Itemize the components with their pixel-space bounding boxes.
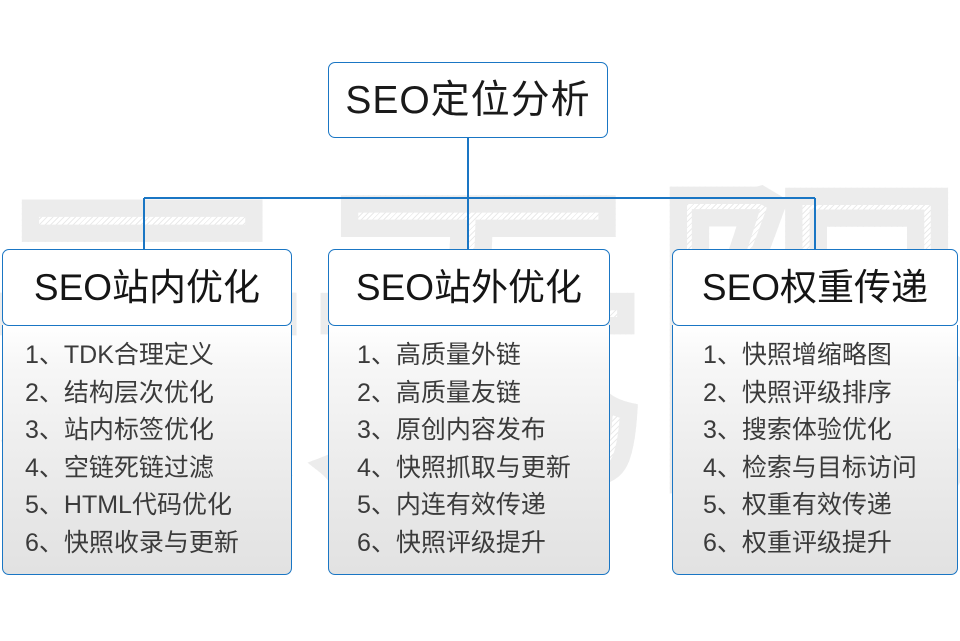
list-item: 3、原创内容发布 <box>357 416 546 444</box>
branch-header-3[interactable]: SEO权重传递 <box>672 249 958 326</box>
branch-header-1[interactable]: SEO站内优化 <box>2 249 292 326</box>
branch-header-title-1: SEO站内优化 <box>33 267 261 308</box>
branch-body-2: 1、高质量外链 2、高质量友链 3、原创内容发布 4、快照抓取与更新 5、内连有… <box>328 325 610 575</box>
branch-header-title-2: SEO站外优化 <box>355 267 583 308</box>
branch-list-1: 1、TDK合理定义 2、结构层次优化 3、站内标签优化 4、空链死链过滤 5、H… <box>3 337 291 562</box>
branch-column-1: SEO站内优化 1、TDK合理定义 2、结构层次优化 3、站内标签优化 4、空链… <box>2 249 292 575</box>
branch-header-2[interactable]: SEO站外优化 <box>328 249 610 326</box>
branch-column-3: SEO权重传递 1、快照增缩略图 2、快照评级排序 3、搜索体验优化 4、检索与… <box>672 249 958 575</box>
branch-header-title-3: SEO权重传递 <box>701 267 929 308</box>
list-item: 3、站内标签优化 <box>25 416 214 444</box>
branch-list-2: 1、高质量外链 2、高质量友链 3、原创内容发布 4、快照抓取与更新 5、内连有… <box>329 337 609 562</box>
branch-body-3: 1、快照增缩略图 2、快照评级排序 3、搜索体验优化 4、检索与目标访问 5、权… <box>672 325 958 575</box>
list-item: 6、快照评级提升 <box>357 528 546 557</box>
list-item: 6、权重评级提升 <box>703 528 892 557</box>
branch-column-2: SEO站外优化 1、高质量外链 2、高质量友链 3、原创内容发布 4、快照抓取与… <box>328 249 610 575</box>
list-item: 3、搜索体验优化 <box>703 416 892 444</box>
list-item: 1、快照增缩略图 <box>703 341 892 369</box>
list-item: 5、内连有效传递 <box>357 491 546 519</box>
list-item: 4、空链死链过滤 <box>25 453 214 482</box>
list-item: 1、高质量外链 <box>357 341 521 369</box>
branch-body-1: 1、TDK合理定义 2、结构层次优化 3、站内标签优化 4、空链死链过滤 5、H… <box>2 325 292 575</box>
root-node-title: SEO定位分析 <box>345 78 591 122</box>
list-item: 1、TDK合理定义 <box>25 341 214 369</box>
branch-list-3: 1、快照增缩略图 2、快照评级排序 3、搜索体验优化 4、检索与目标访问 5、权… <box>673 337 957 562</box>
list-item: 2、高质量友链 <box>357 378 521 407</box>
list-item: 2、结构层次优化 <box>25 378 214 407</box>
list-item: 5、权重有效传递 <box>703 491 892 519</box>
list-item: 2、快照评级排序 <box>703 378 892 407</box>
list-item: 4、检索与目标访问 <box>703 453 917 482</box>
list-item: 4、快照抓取与更新 <box>357 453 571 482</box>
root-node[interactable]: SEO定位分析 <box>328 62 608 138</box>
list-item: 5、HTML代码优化 <box>25 491 232 519</box>
list-item: 6、快照收录与更新 <box>25 528 239 557</box>
